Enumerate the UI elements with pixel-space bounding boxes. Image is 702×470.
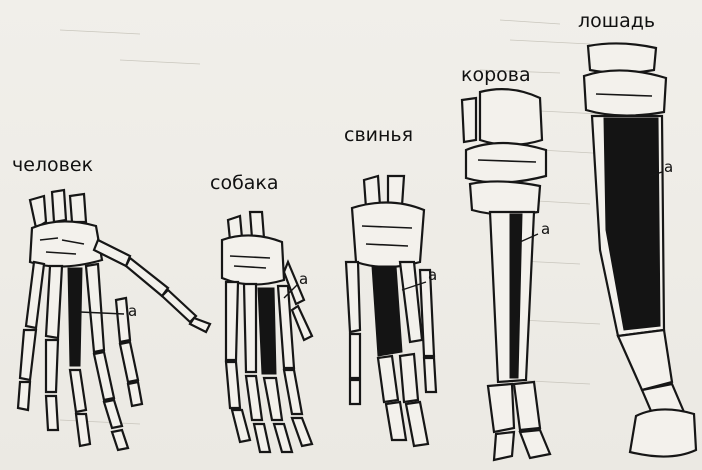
dog-paw-skeleton bbox=[222, 212, 312, 452]
human-hand-skeleton bbox=[18, 190, 210, 450]
cow-leg-skeleton bbox=[462, 89, 550, 460]
marker-a-pig: а bbox=[428, 268, 437, 283]
pig-foot-skeleton bbox=[346, 176, 436, 446]
label-pig: свинья bbox=[344, 126, 413, 145]
marker-a-human: а bbox=[128, 304, 137, 319]
marker-a-cow: а bbox=[541, 222, 550, 237]
label-cow: корова bbox=[461, 66, 531, 85]
horse-leg-skeleton bbox=[584, 43, 696, 456]
label-horse: лошадь bbox=[578, 12, 655, 31]
marker-a-dog: а bbox=[299, 272, 308, 287]
label-human: человек bbox=[12, 156, 93, 175]
label-dog: собака bbox=[210, 174, 279, 193]
marker-a-horse: а bbox=[664, 160, 673, 175]
